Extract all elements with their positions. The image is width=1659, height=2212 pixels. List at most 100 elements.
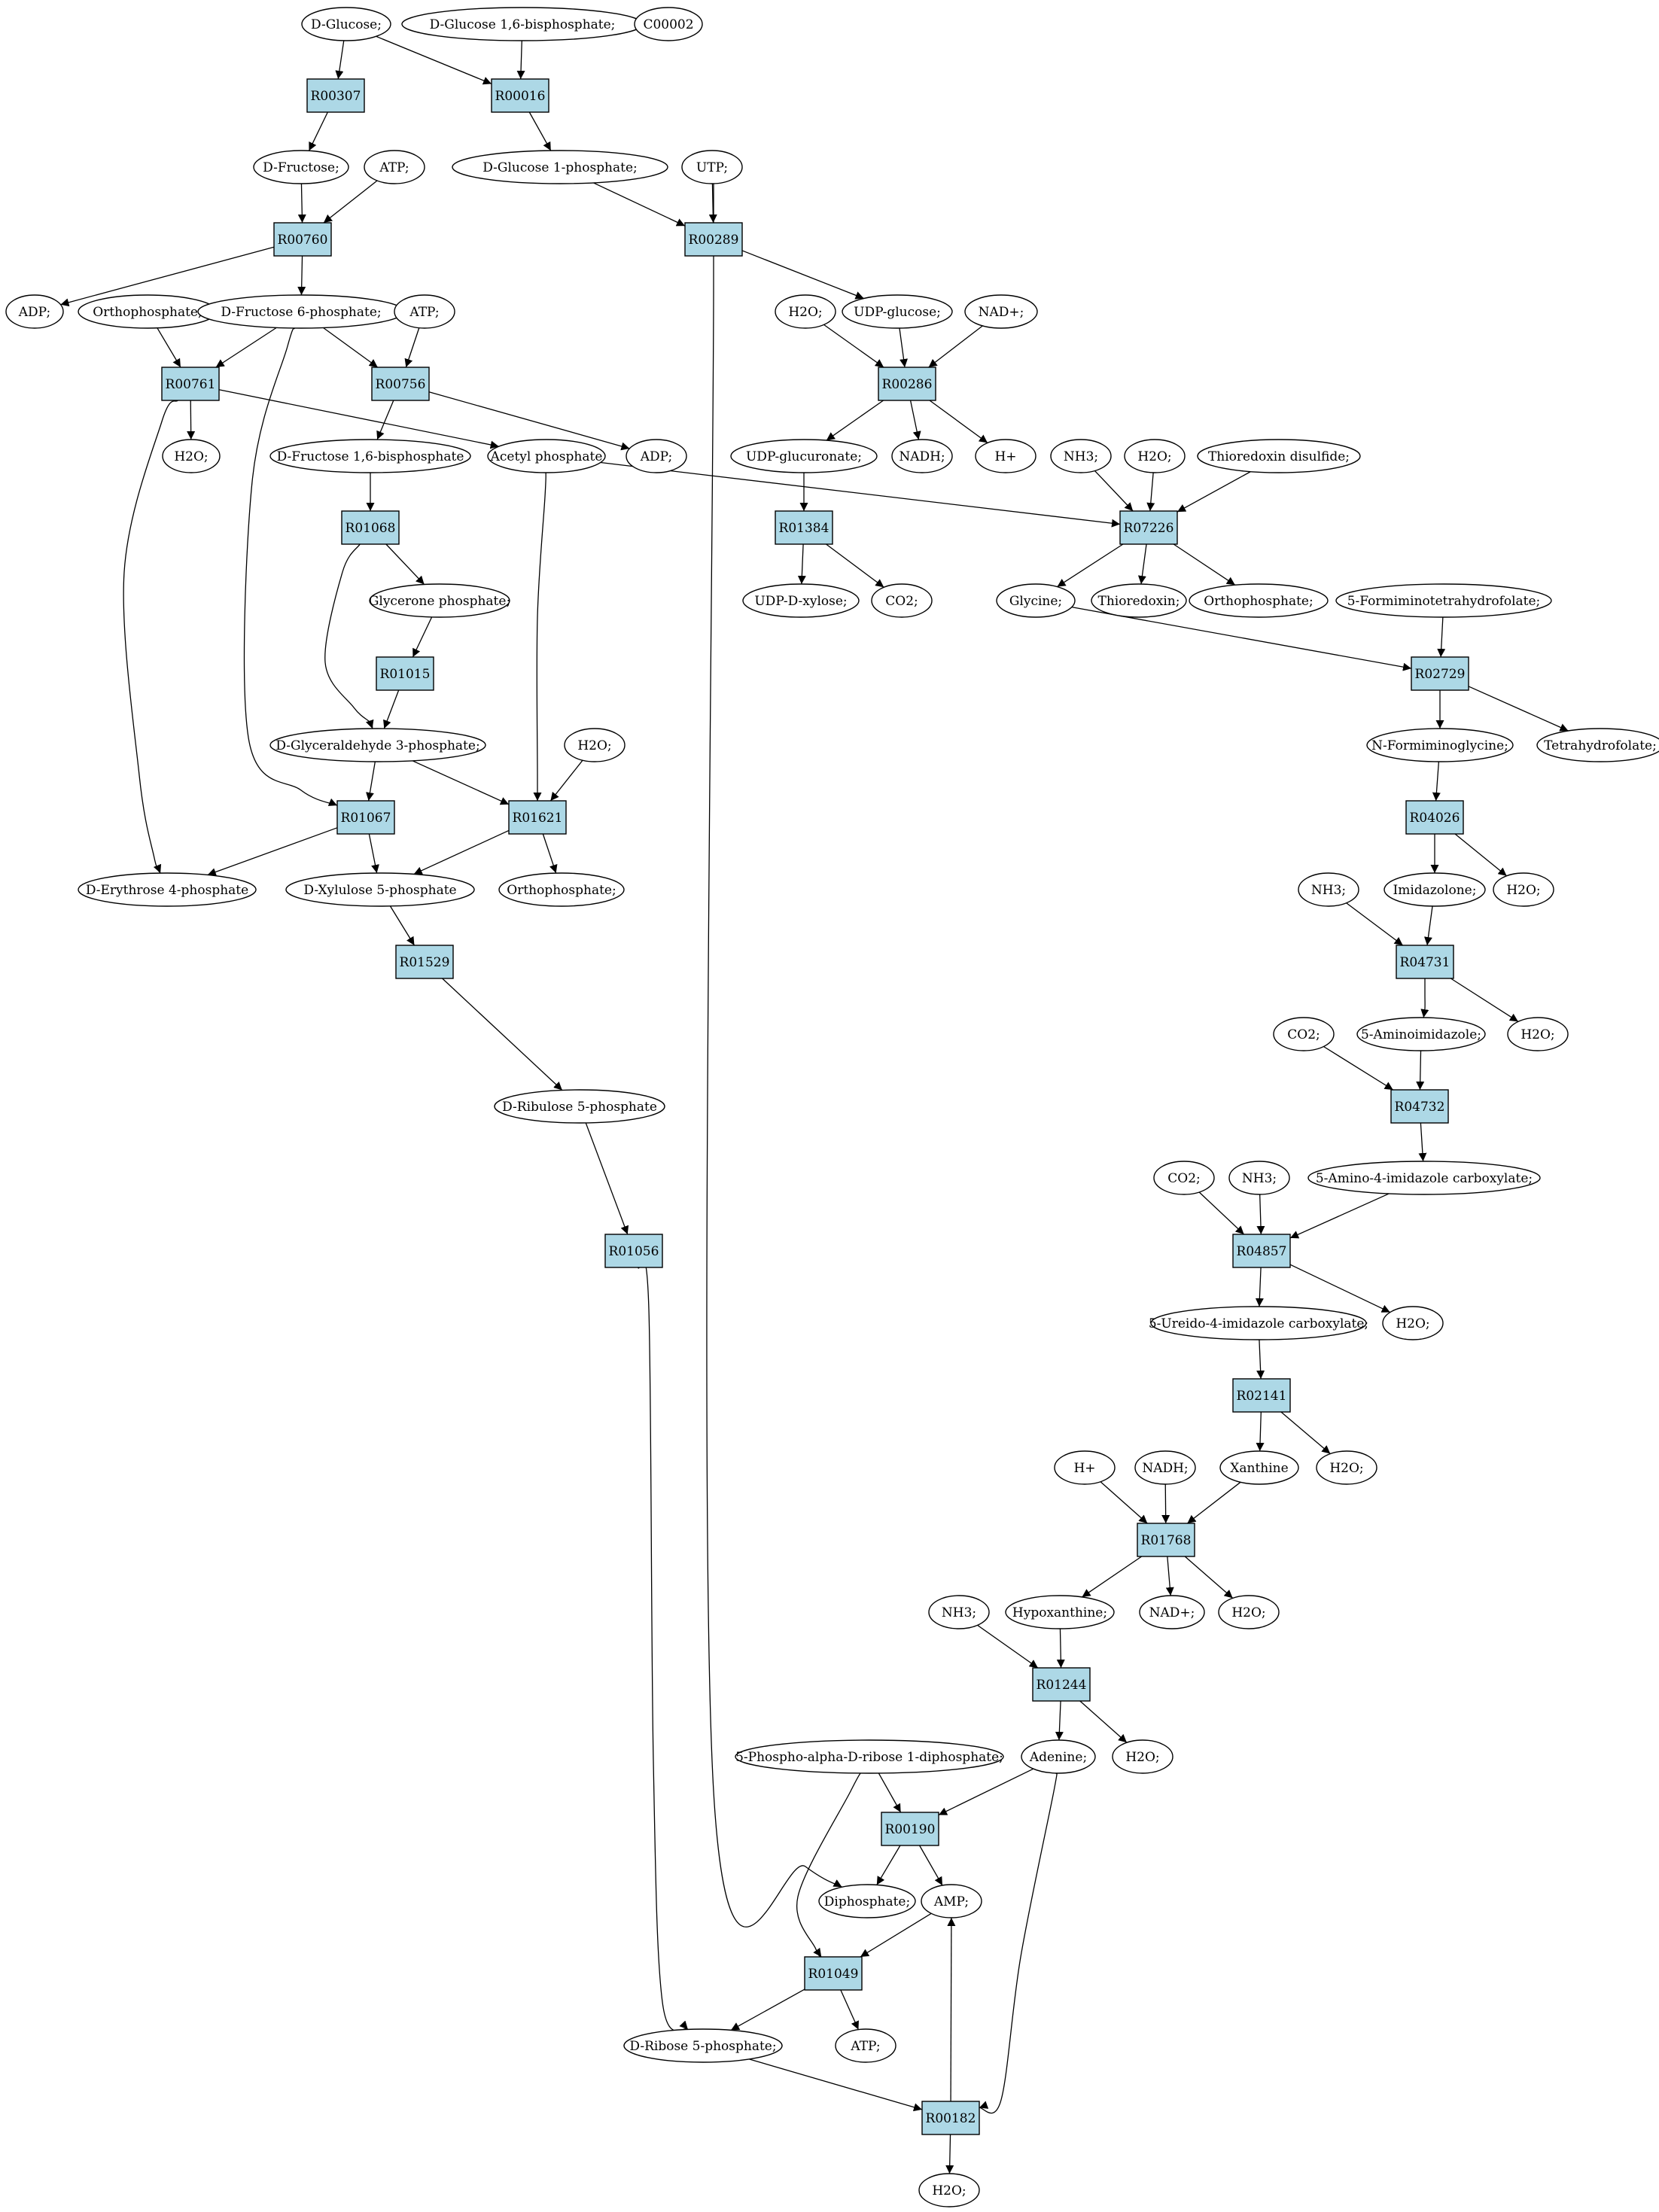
metabolite-node-m66[interactable]: H2O; bbox=[918, 2173, 980, 2207]
metabolite-node-m64[interactable]: D-Ribose 5-phosphate; bbox=[623, 2028, 783, 2063]
metabolite-node-m34[interactable]: N-Formiminoglycine; bbox=[1366, 728, 1514, 762]
metabolite-node-m23[interactable]: H2O; bbox=[1124, 439, 1186, 473]
node-label: R00307 bbox=[311, 89, 361, 104]
metabolite-node-m3[interactable]: C00002 bbox=[634, 7, 703, 41]
metabolite-node-m41[interactable]: H2O; bbox=[1493, 872, 1554, 907]
metabolite-node-m17[interactable]: Acetyl phosphate bbox=[487, 439, 606, 473]
reaction-node-r1[interactable]: R00307 bbox=[306, 78, 365, 113]
metabolite-node-m15[interactable]: H2O; bbox=[162, 439, 221, 473]
metabolite-node-m5[interactable]: ATP; bbox=[364, 150, 425, 184]
metabolite-node-m22[interactable]: NH3; bbox=[1050, 439, 1112, 473]
reaction-node-r21[interactable]: R02141 bbox=[1232, 1378, 1291, 1413]
reaction-node-r22[interactable]: R01768 bbox=[1137, 1523, 1195, 1557]
metabolite-node-m54[interactable]: H2O; bbox=[1316, 1450, 1377, 1485]
metabolite-node-m7[interactable]: UTP; bbox=[681, 150, 743, 184]
reaction-node-r2[interactable]: R00016 bbox=[491, 78, 549, 113]
metabolite-node-m20[interactable]: NADH; bbox=[891, 439, 953, 473]
node-label: H+ bbox=[994, 449, 1016, 464]
node-label: H2O; bbox=[1125, 1750, 1159, 1765]
metabolite-node-m16[interactable]: D-Fructose 1,6-bisphosphate bbox=[269, 439, 471, 473]
metabolite-node-m19[interactable]: UDP-glucuronate; bbox=[730, 439, 878, 473]
metabolite-node-m50[interactable]: H2O; bbox=[1382, 1306, 1444, 1340]
metabolite-node-m40[interactable]: Imidazolone; bbox=[1384, 872, 1486, 907]
metabolite-node-m56[interactable]: Hypoxanthine; bbox=[1005, 1595, 1115, 1629]
metabolite-node-m44[interactable]: H2O; bbox=[1507, 1017, 1569, 1051]
metabolite-node-m26[interactable]: UDP-D-xylose; bbox=[742, 583, 860, 618]
metabolite-node-m32[interactable]: D-Glyceraldehyde 3-phosphate; bbox=[269, 728, 486, 762]
metabolite-node-m18[interactable]: ADP; bbox=[626, 439, 687, 473]
metabolite-node-m8[interactable]: ADP; bbox=[5, 294, 64, 329]
reaction-node-r11[interactable]: R01015 bbox=[376, 656, 434, 691]
metabolite-node-m11[interactable]: ATP; bbox=[394, 294, 455, 329]
metabolite-node-m57[interactable]: NAD+; bbox=[1139, 1595, 1205, 1629]
reaction-node-r9[interactable]: R01384 bbox=[775, 510, 833, 545]
metabolite-node-m46[interactable]: CO2; bbox=[1153, 1161, 1215, 1195]
metabolite-node-m12[interactable]: H2O; bbox=[775, 294, 836, 329]
metabolite-node-m36[interactable]: D-Erythrose 4-phosphate bbox=[78, 872, 257, 907]
metabolite-node-m60[interactable]: Adenine; bbox=[1021, 1739, 1096, 1774]
reaction-node-r4[interactable]: R00289 bbox=[684, 222, 743, 257]
metabolite-node-m28[interactable]: Glycine; bbox=[996, 583, 1076, 618]
reaction-node-r5[interactable]: R00761 bbox=[161, 367, 220, 401]
metabolite-node-m13[interactable]: UDP-glucose; bbox=[842, 294, 953, 329]
metabolite-node-m43[interactable]: 5-Aminoimidazole; bbox=[1356, 1017, 1486, 1051]
reaction-node-r16[interactable]: R01529 bbox=[395, 945, 454, 979]
metabolite-node-m24[interactable]: Thioredoxin disulfide; bbox=[1197, 439, 1361, 473]
metabolite-node-m33[interactable]: H2O; bbox=[564, 728, 626, 762]
metabolite-node-m47[interactable]: NH3; bbox=[1228, 1161, 1290, 1195]
metabolite-node-m42[interactable]: CO2; bbox=[1273, 1017, 1335, 1051]
metabolite-node-m38[interactable]: Orthophosphate; bbox=[498, 872, 625, 907]
metabolite-node-m39[interactable]: NH3; bbox=[1298, 872, 1359, 907]
metabolite-node-m9[interactable]: Orthophosphate; bbox=[78, 294, 218, 329]
metabolite-node-m31[interactable]: 5-Formiminotetrahydrofolate; bbox=[1335, 583, 1552, 618]
metabolite-node-m10[interactable]: D-Fructose 6-phosphate; bbox=[197, 294, 405, 329]
metabolite-node-m4[interactable]: D-Fructose; bbox=[253, 150, 349, 184]
metabolite-node-m61[interactable]: H2O; bbox=[1112, 1739, 1173, 1774]
metabolite-node-m62[interactable]: Diphosphate; bbox=[818, 1884, 916, 1918]
metabolite-node-m6[interactable]: D-Glucose 1-phosphate; bbox=[452, 150, 668, 184]
reaction-node-r12[interactable]: R02729 bbox=[1411, 656, 1469, 691]
reaction-node-r13[interactable]: R01067 bbox=[336, 800, 395, 835]
edge-m37-to-r16 bbox=[389, 905, 416, 946]
metabolite-node-m63[interactable]: AMP; bbox=[921, 1884, 982, 1918]
metabolite-node-m30[interactable]: Orthophosphate; bbox=[1189, 583, 1329, 618]
metabolite-node-m29[interactable]: Thioredoxin; bbox=[1091, 583, 1187, 618]
metabolite-ellipse bbox=[1273, 1017, 1335, 1051]
metabolite-node-m25[interactable]: Glycerone phosphate; bbox=[369, 583, 510, 618]
reaction-node-r18[interactable]: R04732 bbox=[1390, 1089, 1449, 1124]
reaction-box bbox=[341, 510, 400, 545]
metabolite-node-m58[interactable]: H2O; bbox=[1218, 1595, 1280, 1629]
metabolite-node-m59[interactable]: 5-Phospho-alpha-D-ribose 1-diphosphate; bbox=[735, 1739, 1004, 1774]
reaction-node-r24[interactable]: R00190 bbox=[881, 1812, 939, 1846]
reaction-node-r6[interactable]: R00756 bbox=[371, 367, 430, 401]
reaction-node-r14[interactable]: R01621 bbox=[508, 800, 567, 835]
metabolite-node-m35[interactable]: Tetrahydrofolate; bbox=[1536, 728, 1659, 762]
metabolite-node-m45[interactable]: D-Ribulose 5-phosphate bbox=[494, 1089, 665, 1124]
reaction-node-r26[interactable]: R00182 bbox=[921, 2101, 980, 2135]
metabolite-node-m14[interactable]: NAD+; bbox=[964, 294, 1038, 329]
metabolite-node-m51[interactable]: H+ bbox=[1054, 1450, 1116, 1485]
reaction-node-r17[interactable]: R04731 bbox=[1396, 945, 1454, 979]
metabolite-node-m65[interactable]: ATP; bbox=[835, 2028, 896, 2063]
node-label: NADH; bbox=[899, 449, 945, 464]
metabolite-node-m37[interactable]: D-Xylulose 5-phosphate bbox=[285, 872, 475, 907]
reaction-node-r7[interactable]: R00286 bbox=[878, 367, 936, 401]
edge-m17-to-r10 bbox=[600, 461, 1121, 528]
metabolite-node-m53[interactable]: Xanthine bbox=[1219, 1450, 1299, 1485]
reaction-node-r19[interactable]: R01056 bbox=[604, 1234, 663, 1268]
metabolite-node-m21[interactable]: H+ bbox=[975, 439, 1036, 473]
reaction-node-r15[interactable]: R04026 bbox=[1405, 800, 1464, 835]
metabolite-node-m52[interactable]: NADH; bbox=[1134, 1450, 1196, 1485]
metabolite-node-m49[interactable]: 5-Ureido-4-imidazole carboxylate; bbox=[1149, 1306, 1368, 1340]
reaction-node-r20[interactable]: R04857 bbox=[1232, 1234, 1291, 1268]
metabolite-node-m1[interactable]: D-Glucose; bbox=[301, 7, 391, 41]
reaction-node-r23[interactable]: R01244 bbox=[1032, 1667, 1091, 1702]
metabolite-node-m2[interactable]: D-Glucose 1,6-bisphosphate; bbox=[401, 7, 644, 41]
metabolite-node-m27[interactable]: CO2; bbox=[871, 583, 933, 618]
metabolite-node-m55[interactable]: NH3; bbox=[928, 1595, 990, 1629]
reaction-node-r3[interactable]: R00760 bbox=[273, 222, 332, 257]
reaction-node-r8[interactable]: R01068 bbox=[341, 510, 400, 545]
reaction-node-r10[interactable]: R07226 bbox=[1119, 510, 1178, 545]
metabolite-node-m48[interactable]: 5-Amino-4-imidazole carboxylate; bbox=[1307, 1161, 1541, 1195]
reaction-node-r25[interactable]: R01049 bbox=[804, 1956, 863, 1991]
